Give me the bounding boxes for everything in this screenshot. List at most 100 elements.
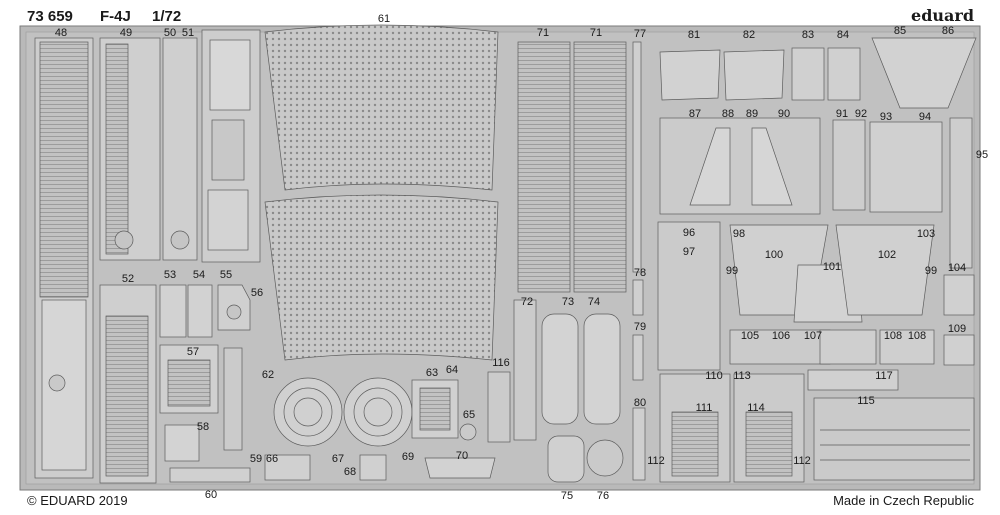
- part-108-right-label: 108: [908, 330, 926, 342]
- part-80-shape: [632, 407, 646, 481]
- part-82-shape: [723, 49, 785, 101]
- part-52-label: 52: [122, 273, 134, 285]
- part-58-label: 58: [197, 421, 209, 433]
- part-73-label: 73: [562, 296, 574, 308]
- part-97-label: 97: [683, 246, 695, 258]
- part-117-label: 117: [875, 370, 893, 382]
- part-89-label: 89: [746, 108, 758, 120]
- part-93-shape: [869, 121, 943, 213]
- part-107-label: 107: [804, 330, 822, 342]
- part-55-label: 55: [220, 269, 232, 281]
- part-90-label: 90: [778, 108, 790, 120]
- part-60-label: 60: [205, 489, 217, 501]
- part-101-label: 101: [823, 261, 841, 273]
- part-109-shape: [943, 334, 975, 366]
- part-91-label: 91: [836, 108, 848, 120]
- part-99-right-label: 99: [925, 265, 937, 277]
- part-48-label: 48: [55, 27, 67, 39]
- part-96-label: 96: [683, 227, 695, 239]
- part-69-label: 69: [402, 451, 414, 463]
- part-74-shape: [583, 313, 621, 425]
- part-107-shape: [819, 329, 877, 365]
- part-105-shape: [729, 329, 831, 365]
- part-71-right-label: 71: [590, 27, 602, 39]
- part-78-shape: [632, 279, 644, 316]
- origin-text: Made in Czech Republic: [833, 493, 974, 508]
- parts-artwork: [34, 24, 977, 484]
- part-59-label: 59: [250, 453, 262, 465]
- part-99-left-label: 99: [726, 265, 738, 277]
- part-68-label: 68: [344, 466, 356, 478]
- part-95-shape: [949, 117, 973, 269]
- part-58-shape: [164, 424, 200, 462]
- part-105-label: 105: [741, 330, 759, 342]
- part-70-label: 70: [456, 450, 468, 462]
- part-72-shape: [513, 299, 537, 441]
- part-54-label: 54: [193, 269, 205, 281]
- part-78-label: 78: [634, 267, 646, 279]
- part-59-shape: [223, 347, 243, 451]
- part-96-shape: [657, 221, 721, 371]
- part-80-label: 80: [634, 397, 646, 409]
- part-79-shape: [632, 334, 644, 381]
- part-61b-shape: [264, 194, 499, 361]
- part-116-shape: [487, 371, 511, 443]
- part-108-left-label: 108: [884, 330, 902, 342]
- part-70-shape: [424, 457, 496, 479]
- part-85-label: 85: [894, 25, 906, 37]
- part-117-shape: [807, 369, 899, 391]
- part-85-shape: [871, 37, 977, 109]
- part-64-label: 64: [446, 364, 458, 376]
- part-50-label: 50: [164, 27, 176, 39]
- part-79-label: 79: [634, 321, 646, 333]
- part-61-shape: [264, 24, 499, 191]
- part-82-label: 82: [743, 29, 755, 41]
- part-67-label: 67: [332, 453, 344, 465]
- part-87-label: 87: [689, 108, 701, 120]
- part-114-label: 114: [747, 402, 765, 414]
- part-60-shape: [169, 467, 251, 483]
- part-112-right-label: 112: [793, 455, 811, 467]
- part-74-label: 74: [588, 296, 600, 308]
- part-73-shape: [541, 313, 579, 425]
- kit-model: F-4J: [100, 8, 131, 25]
- part-65-label: 65: [463, 409, 475, 421]
- part-71-right-shape: [573, 41, 627, 293]
- part-75-label: 75: [561, 490, 573, 502]
- part-103-label: 103: [917, 228, 935, 240]
- part-81-shape: [659, 49, 721, 101]
- part-51-label: 51: [182, 27, 194, 39]
- part-108-shape: [879, 329, 935, 365]
- part-54-shape: [187, 284, 213, 338]
- part-94-label: 94: [919, 111, 931, 123]
- part-110-label: 110: [705, 370, 723, 382]
- part-57-label: 57: [187, 346, 199, 358]
- part-66-shape: [264, 454, 311, 481]
- part-50-shape: [162, 37, 198, 261]
- part-100-label: 100: [765, 249, 783, 261]
- kit-code: 73 659: [27, 8, 73, 25]
- part-77-label: 77: [634, 28, 646, 40]
- part-93-label: 93: [880, 111, 892, 123]
- part-104-shape: [943, 274, 975, 316]
- part-83-shape: [791, 47, 825, 101]
- kit-scale: 1/72: [152, 8, 181, 25]
- part-104-label: 104: [948, 262, 966, 274]
- part-112-left-label: 112: [647, 455, 665, 467]
- part-92-label: 92: [855, 108, 867, 120]
- part-83-label: 83: [802, 29, 814, 41]
- part-115-shape: [813, 397, 975, 481]
- part-68-shape: [359, 454, 387, 481]
- part-66-label: 66: [266, 453, 278, 465]
- part-65-shape: [459, 423, 477, 441]
- part-98-label: 98: [733, 228, 745, 240]
- part-87-shape: [659, 117, 821, 215]
- part-81-label: 81: [688, 29, 700, 41]
- copyright-text: © EDUARD 2019: [27, 493, 128, 508]
- part-63-label: 63: [426, 367, 438, 379]
- part-53-shape: [159, 284, 187, 338]
- part-102-label: 102: [878, 249, 896, 261]
- part-116-label: 116: [492, 357, 510, 369]
- part-109-label: 109: [948, 323, 966, 335]
- part-49-label: 49: [120, 27, 132, 39]
